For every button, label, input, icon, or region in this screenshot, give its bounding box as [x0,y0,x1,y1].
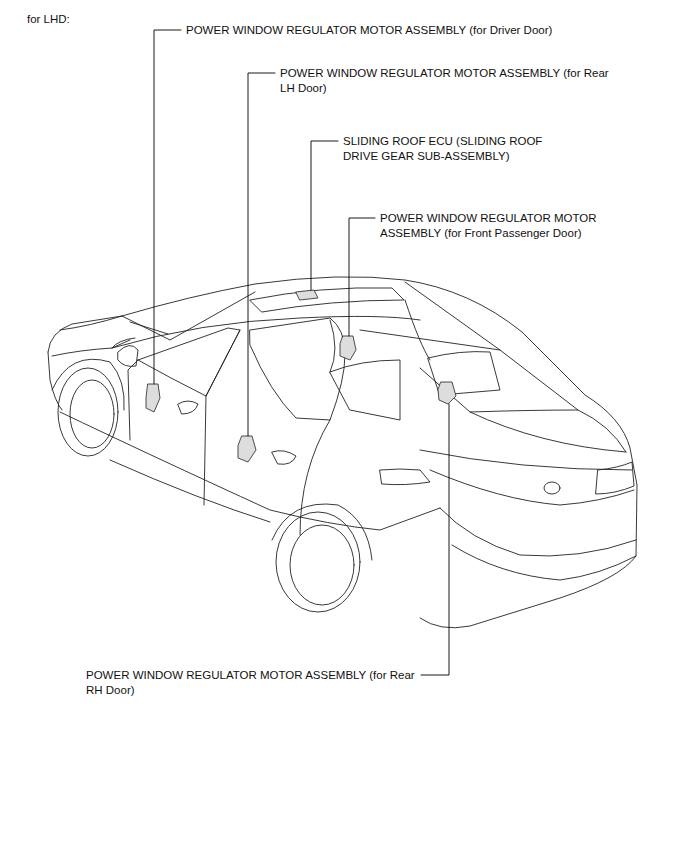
part-label: POWER WINDOW REGULATOR MOTOR ASSEMBLY (f… [380,211,628,241]
variant-note: for LHD: [27,12,147,27]
part-label: POWER WINDOW REGULATOR MOTOR ASSEMBLY (f… [186,23,606,38]
part-label: SLIDING ROOF ECU (SLIDING ROOF DRIVE GEA… [343,134,571,164]
part-label: POWER WINDOW REGULATOR MOTOR ASSEMBLY (f… [86,668,421,698]
part-label: POWER WINDOW REGULATOR MOTOR ASSEMBLY (f… [280,66,615,96]
